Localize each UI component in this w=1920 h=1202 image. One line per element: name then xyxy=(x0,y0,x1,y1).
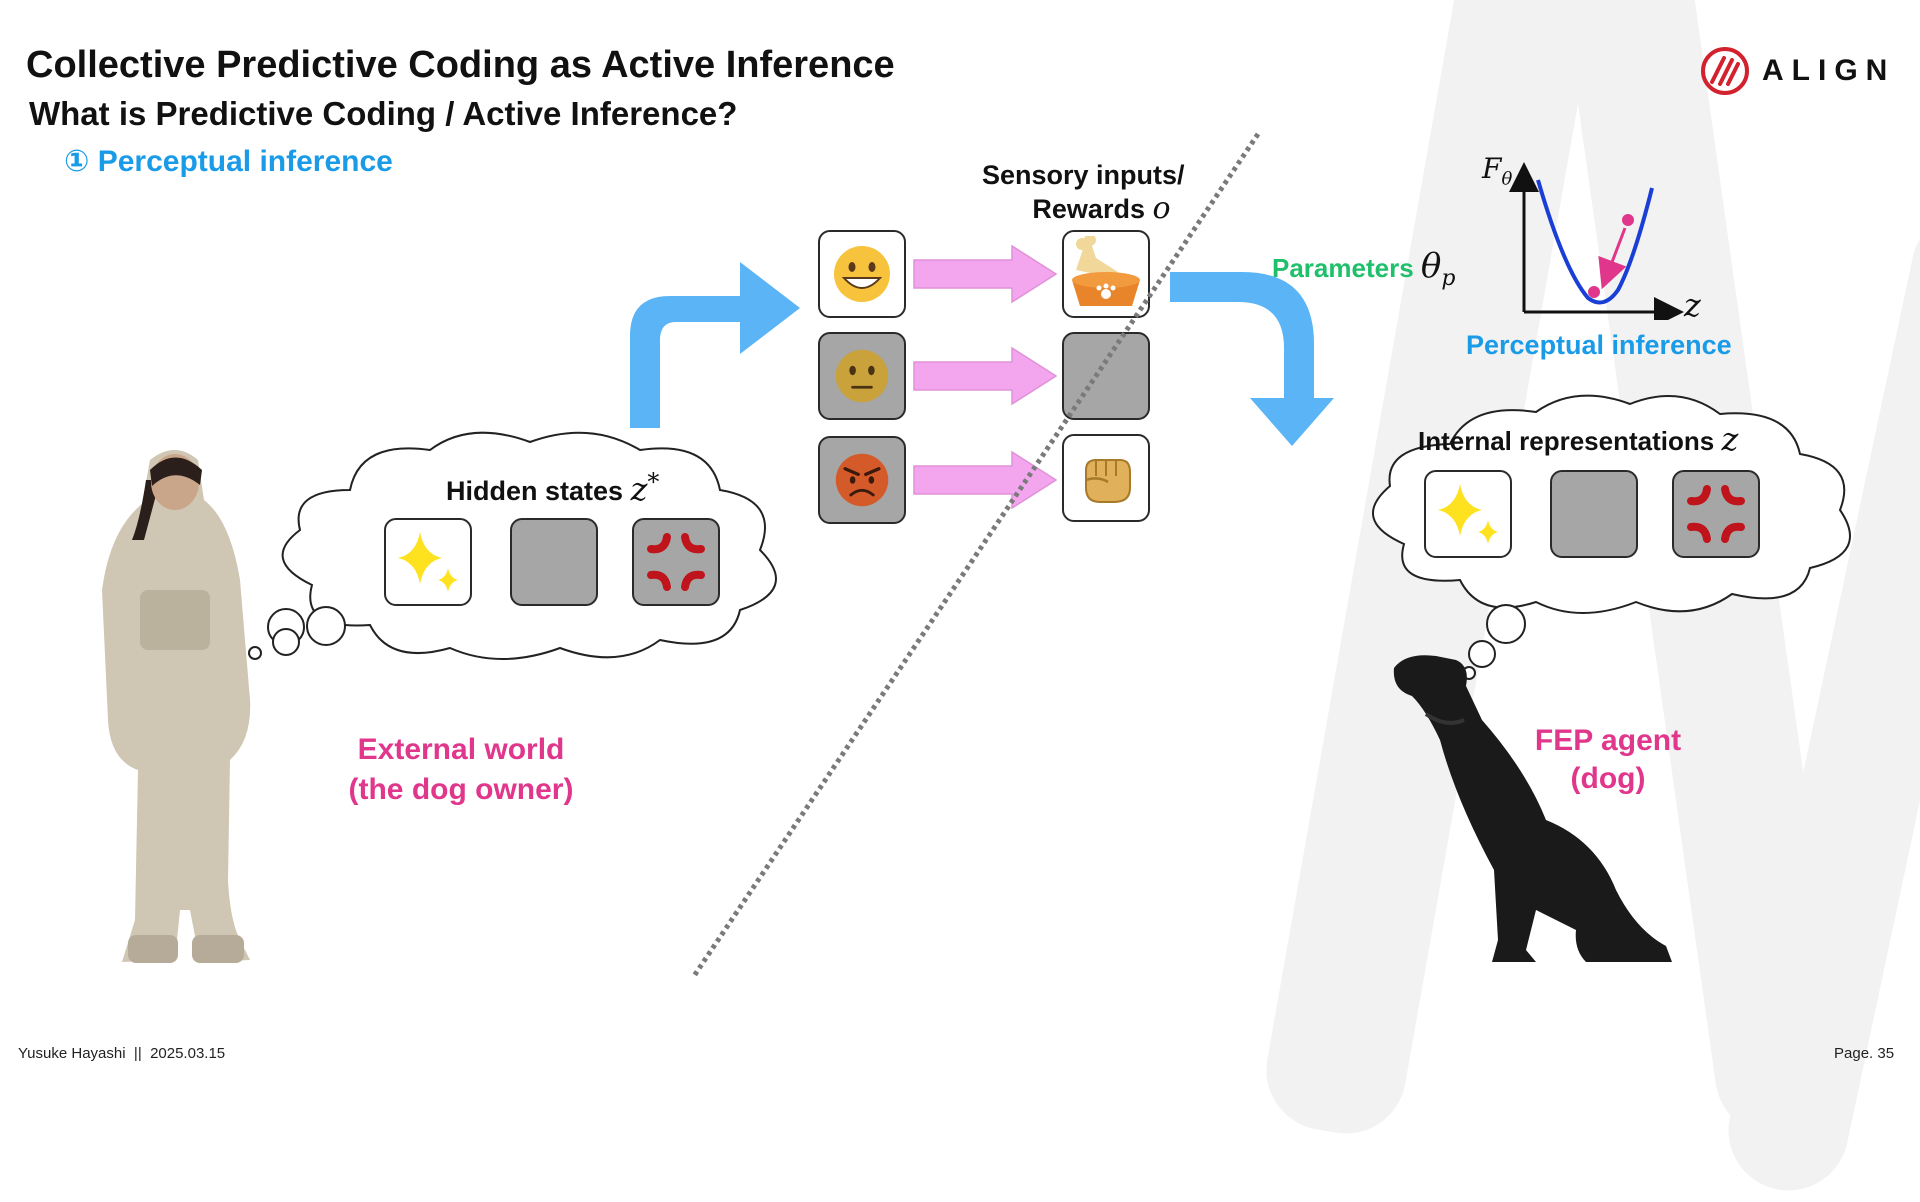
fep-agent-caption-line1: FEP agent xyxy=(1534,724,1682,757)
logo-text: ALIGN xyxy=(1762,54,1896,87)
perceptual-inference-caption: Perceptual inference xyxy=(1466,330,1732,360)
free-energy-plot xyxy=(1509,162,1684,320)
page-subtitle: What is Predictive Coding / Active Infer… xyxy=(29,95,738,132)
external-world-caption-line1: External world xyxy=(357,733,565,766)
z-axis-label: z xyxy=(1684,286,1701,324)
parameters-text: Parameters xyxy=(1272,253,1414,283)
thought-bubble-small xyxy=(272,628,300,656)
blank-tile xyxy=(510,518,598,606)
logo: ALIGN xyxy=(1700,46,1895,96)
rewards-symbol: o xyxy=(1152,191,1171,226)
agent-thought-bubble xyxy=(1486,604,1526,644)
neutral-face-tile xyxy=(818,332,906,420)
section-heading: ① Perceptual inference xyxy=(64,145,393,178)
grinning-face-icon xyxy=(834,246,890,302)
page-title: Collective Predictive Coding as Active I… xyxy=(26,44,895,86)
dog-owner-figure xyxy=(102,450,251,963)
fist-icon xyxy=(1085,459,1131,503)
sensory-inputs-label: Sensory inputs/ Rewards o xyxy=(982,158,1185,226)
anger-symbol-icon xyxy=(647,533,705,591)
inference-arrow xyxy=(1170,272,1334,446)
angry-face-tile xyxy=(818,436,906,524)
anger-tile xyxy=(632,518,720,606)
parameters-theta: θ xyxy=(1420,246,1442,286)
hidden-states-symbol-sup: * xyxy=(647,468,660,496)
footer-author: Yusuke Hayashi xyxy=(18,1045,126,1062)
grinning-face-tile xyxy=(818,230,906,318)
hidden-states-text: Hidden states xyxy=(446,476,624,506)
footer-separator: || xyxy=(133,1045,142,1062)
page-number: Page. 35 xyxy=(1834,1045,1895,1062)
agent-sparkle-tile xyxy=(1424,470,1512,558)
fep-agent-caption-line2: (dog) xyxy=(1570,762,1646,795)
dog-bowl-tile xyxy=(1062,230,1150,318)
hidden-states-symbol: z xyxy=(630,470,648,508)
internal-representations-label: Internal representations z xyxy=(1418,420,1738,458)
free-energy-subscript: θ xyxy=(1501,168,1513,190)
dog-figure xyxy=(1393,655,1672,962)
sparkle-icon xyxy=(398,532,458,592)
sensory-inputs-line2: Rewards o xyxy=(982,192,1185,226)
agent-anger-tile xyxy=(1672,470,1760,558)
markov-blanket-divider xyxy=(691,132,1261,978)
generation-arrow xyxy=(630,262,800,428)
blank-output-tile xyxy=(1062,332,1150,420)
free-energy-symbol: F xyxy=(1482,152,1502,185)
neutral-face-icon xyxy=(835,349,889,403)
align-logo-icon xyxy=(1701,47,1749,95)
external-world-caption: External world (the dog owner) xyxy=(316,730,606,810)
hidden-states-label: Hidden states z* xyxy=(446,468,659,508)
thought-bubble-dot xyxy=(248,646,262,660)
sparkle-icon xyxy=(1438,484,1498,544)
sparkle-tile xyxy=(384,518,472,606)
pink-arrow-bottom xyxy=(913,450,1058,510)
agent-thought-bubble xyxy=(1468,640,1496,668)
fep-agent-caption: FEP agent (dog) xyxy=(1498,722,1718,798)
external-world-caption-line2: (the dog owner) xyxy=(348,773,574,806)
internal-representations-text: Internal representations xyxy=(1418,426,1715,456)
anger-symbol-icon xyxy=(1687,485,1745,543)
free-energy-axis-label: Fθ xyxy=(1482,152,1512,190)
parameters-subscript: p xyxy=(1441,265,1456,291)
parameters-label: Parameters θp xyxy=(1272,246,1455,291)
sensory-inputs-line1: Sensory inputs/ xyxy=(982,160,1185,190)
dog-bowl-with-bone-icon xyxy=(1072,236,1140,306)
rewards-text: Rewards xyxy=(1032,194,1145,224)
footer-date: 2025.03.15 xyxy=(150,1045,226,1062)
internal-representations-symbol: z xyxy=(1721,420,1739,458)
parameters-symbol: θp xyxy=(1420,246,1456,291)
footer-left: Yusuke Hayashi || 2025.03.15 xyxy=(18,1045,225,1062)
pink-arrow-top xyxy=(913,244,1058,304)
pink-arrow-middle xyxy=(913,346,1058,406)
angry-face-icon xyxy=(835,453,889,507)
thought-bubble-small xyxy=(306,606,346,646)
fist-tile xyxy=(1062,434,1150,522)
agent-blank-tile xyxy=(1550,470,1638,558)
